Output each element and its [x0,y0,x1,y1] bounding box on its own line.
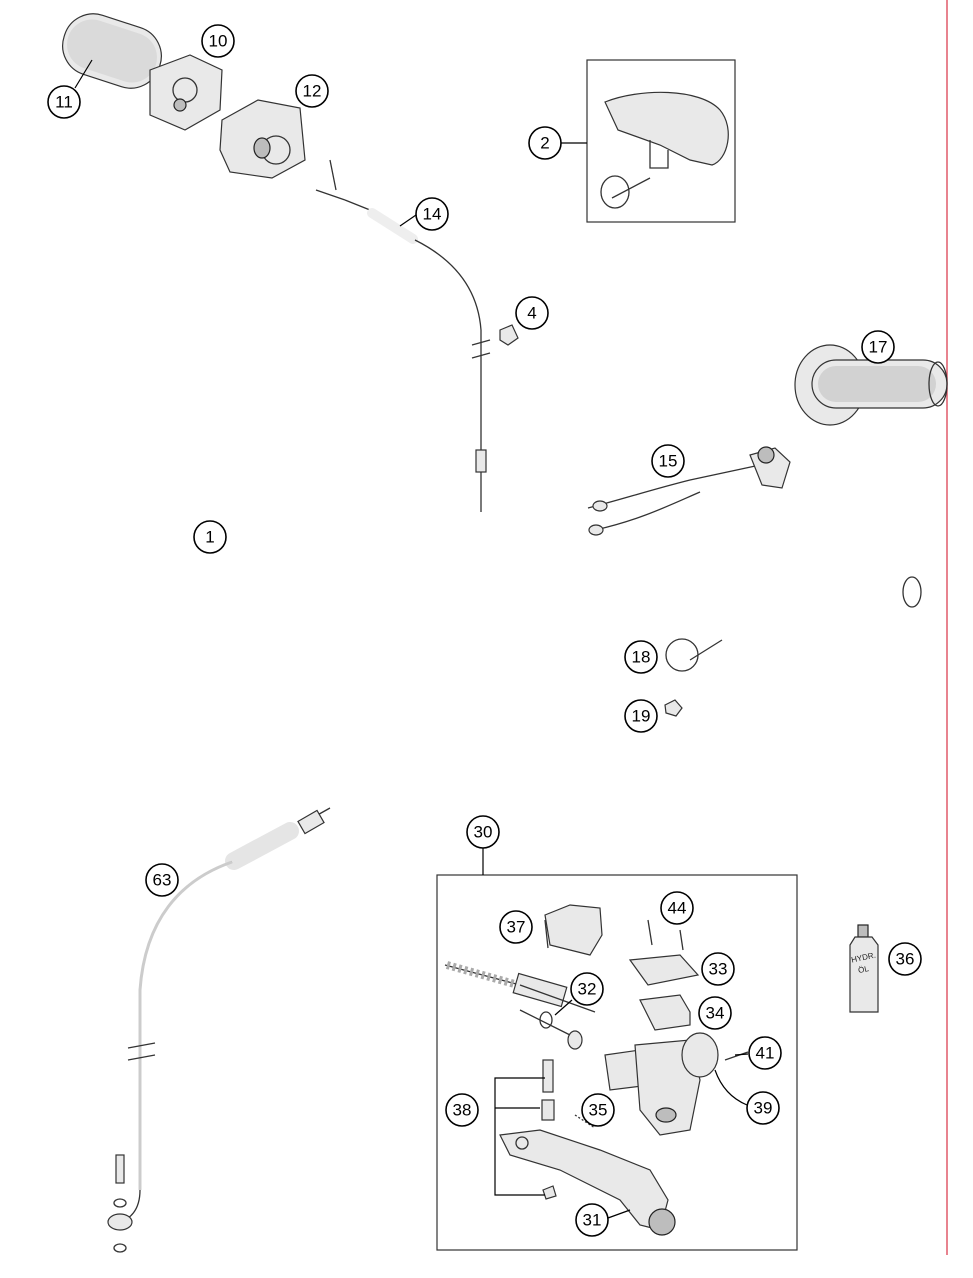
throttle-cover-part [219,99,306,179]
oil-bottle-part: HYDR. ÖL [849,924,879,1013]
callout-label-2: 2 [540,134,549,153]
leader-32 [554,999,573,1016]
callout-2: 2 [528,126,562,160]
callout-1: 1 [193,520,227,554]
callout-label-11: 11 [55,93,73,112]
callout-19: 19 [624,699,658,733]
callout-34: 34 [698,996,732,1030]
callout-label-63: 63 [153,871,172,890]
callout-38: 38 [445,1093,479,1127]
cap-part [628,954,700,986]
callout-label-41: 41 [756,1044,775,1063]
callout-12: 12 [295,74,329,108]
master-cylinder-box [436,874,798,1251]
left-grip-part [794,344,948,426]
callout-63: 63 [145,863,179,897]
callout-39: 39 [746,1091,780,1125]
callout-35: 35 [581,1093,615,1127]
kill-switch-part [587,446,791,536]
callout-label-4: 4 [527,304,536,323]
bracket-38-leader [494,1077,545,1196]
bolt-bushing-part [541,1059,596,1200]
callout-11: 11 [47,85,81,119]
leader-41 [734,1053,749,1056]
throttle-grip-part [62,13,162,89]
callout-label-37: 37 [507,918,526,937]
callout-label-10: 10 [209,32,228,51]
clutch-line-part [107,807,331,1253]
callout-label-15: 15 [659,452,678,471]
callout-4: 4 [515,296,549,330]
callout-33: 33 [701,952,735,986]
leader-31 [607,1209,631,1219]
callout-37: 37 [499,910,533,944]
callout-label-33: 33 [709,960,728,979]
screws-part [647,919,684,951]
callout-label-31: 31 [583,1211,602,1230]
callout-14: 14 [415,197,449,231]
nut-part [499,324,519,346]
callout-label-44: 44 [668,899,687,918]
clamp-part [544,904,603,956]
callout-label-35: 35 [589,1101,608,1120]
oil-bottle-label-line2: ÖL [857,964,870,975]
callout-label-32: 32 [578,980,597,999]
handguard-box [586,59,736,223]
callout-36: 36 [888,942,922,976]
callout-label-14: 14 [423,205,442,224]
lever-part [499,1129,676,1236]
callout-15: 15 [651,444,685,478]
callout-label-12: 12 [303,82,322,101]
callout-41: 41 [748,1036,782,1070]
diaphragm-part [639,994,691,1031]
handlebar-part [18,323,932,624]
small-nut-part [664,699,683,717]
callout-label-39: 39 [754,1099,773,1118]
callout-17: 17 [861,330,895,364]
callout-label-30: 30 [474,823,493,842]
leader-14 [399,214,417,227]
leader-39 [714,1069,748,1106]
cable-tie-part [665,638,723,672]
callout-label-19: 19 [632,707,651,726]
callout-30: 30 [466,815,500,849]
callout-label-18: 18 [632,648,651,667]
callout-label-1: 1 [205,528,214,547]
callout-label-17: 17 [869,338,888,357]
callout-31: 31 [575,1203,609,1237]
throttle-housing-part [149,54,223,131]
callout-32: 32 [570,972,604,1006]
callout-label-36: 36 [896,950,915,969]
callout-label-38: 38 [453,1101,472,1120]
master-cylinder-part [604,1032,749,1136]
callout-10: 10 [201,24,235,58]
callout-44: 44 [660,891,694,925]
callout-18: 18 [624,640,658,674]
piston-spring-part [444,961,596,1050]
callout-label-34: 34 [706,1004,725,1023]
throttle-cable-part [315,159,491,512]
leader-11 [74,59,93,89]
handguard-part [600,91,729,209]
